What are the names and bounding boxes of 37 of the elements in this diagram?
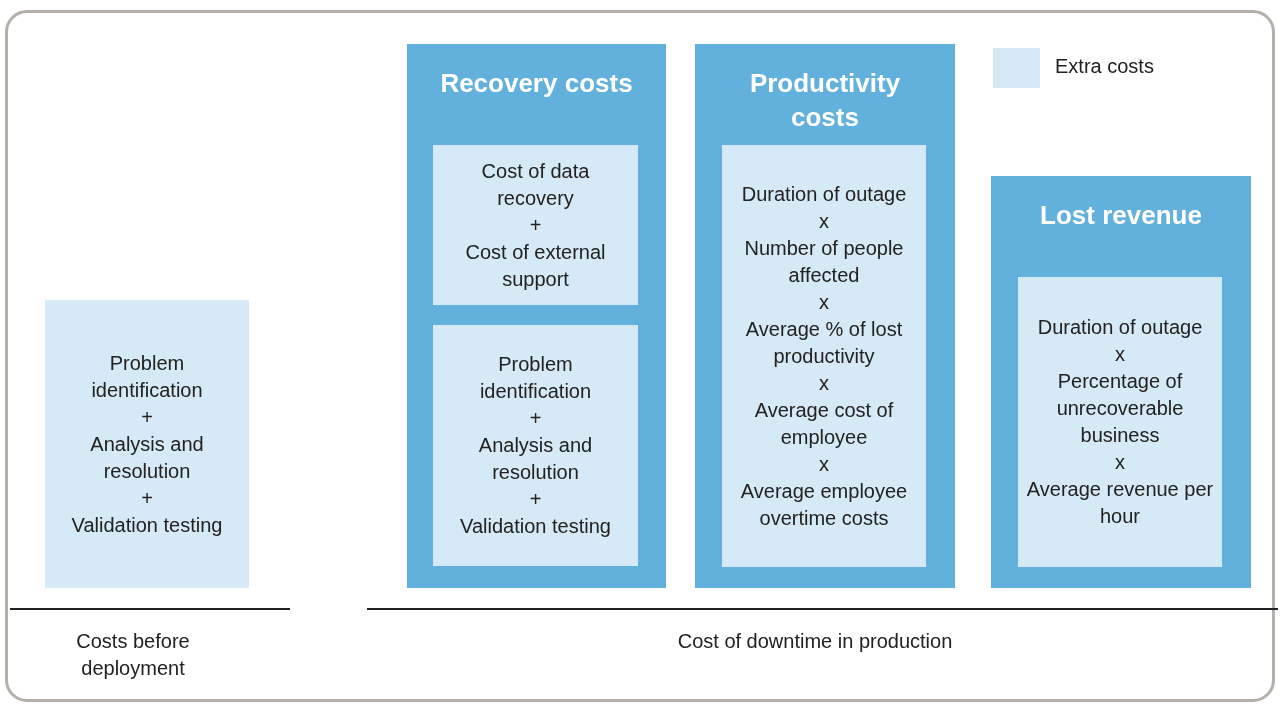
axis-section-label: Cost of downtime in production — [676, 629, 954, 654]
formula-term: Duration of outage — [1037, 315, 1203, 340]
cost-formula-box — [45, 300, 249, 588]
operator-symbol: + — [529, 212, 542, 238]
operator-symbol: x — [819, 370, 829, 396]
cost-formula-box — [722, 145, 926, 567]
operator-symbol: x — [1115, 450, 1125, 475]
formula-term: Validation testing — [460, 514, 611, 539]
formula-term: Analysis and resolution — [477, 433, 594, 485]
operator-symbol: + — [141, 404, 153, 430]
cost-category-panel — [407, 44, 666, 588]
formula-term: Analysis and resolution — [89, 431, 205, 484]
formula-term: Duration of outage — [741, 181, 907, 207]
cost-category-panel — [695, 44, 955, 588]
operator-symbol: + — [529, 406, 542, 431]
cost-category-panel — [991, 176, 1251, 588]
cost-formula-box — [433, 145, 638, 305]
panel-heading: Recovery costs — [439, 67, 634, 100]
formula-term: Cost of data recovery — [480, 158, 591, 211]
operator-symbol: + — [141, 485, 153, 511]
panel-heading: Lost revenue — [1039, 199, 1203, 232]
operator-symbol: x — [819, 208, 829, 234]
formula-term: Problem identification — [478, 352, 593, 404]
operator-symbol: x — [819, 451, 829, 477]
formula-term: Average revenue per hour — [1026, 477, 1214, 529]
formula-term: Problem identification — [90, 350, 204, 403]
operator-symbol: + — [529, 487, 542, 512]
cost-formula-box — [1018, 277, 1222, 567]
cost-formula-box — [433, 325, 638, 566]
axis-section-label: Costs before deployment — [75, 629, 191, 681]
formula-term: Average employee overtime costs — [739, 478, 909, 531]
formula-term: Cost of external support — [464, 239, 607, 292]
operator-symbol: x — [819, 289, 829, 315]
formula-term: Validation testing — [71, 512, 223, 538]
operator-symbol: x — [1115, 342, 1125, 367]
legend-label: Extra costs — [1055, 55, 1154, 78]
panel-heading: Productivity costs — [748, 67, 902, 134]
